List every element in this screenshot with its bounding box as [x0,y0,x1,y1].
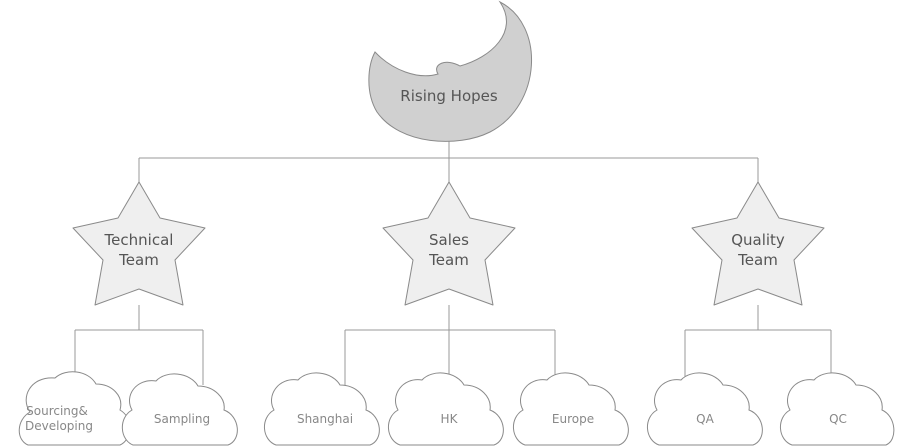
connectors [74,138,832,385]
leaf-hk[interactable]: HK [388,372,504,446]
cloud-icon [121,373,238,446]
cloud-icon [647,372,763,446]
technical-children-connector [74,305,204,385]
team-label-line: Quality [731,231,785,249]
team-label-line: Team [118,251,159,269]
star-icon [72,181,206,306]
leaf-qa[interactable]: QA [647,372,763,446]
leaf-label: HK [441,412,459,426]
root-node[interactable]: Rising Hopes [368,0,532,142]
quality-children-connector [684,305,832,385]
leaf-label-line: Sourcing& [26,404,88,418]
cloud-icon [513,372,629,446]
root-label: Rising Hopes [400,87,498,105]
leaf-label-line: Developing [25,419,93,433]
leaf-label: Sampling [154,412,210,426]
cloud-icon [264,372,380,446]
team-label-line: Sales [429,231,469,249]
team-quality[interactable]: Quality Team [691,181,825,306]
leaf-qc[interactable]: QC [780,372,895,446]
team-technical[interactable]: Technical Team [72,181,206,306]
team-label-line: Team [737,251,778,269]
leaf-sourcing-developing[interactable]: Sourcing& Developing [18,371,131,446]
leaf-label: QC [829,412,847,426]
star-icon [382,181,516,306]
leaf-label: Europe [552,412,594,426]
cloud-icon [780,372,895,446]
leaf-label: Shanghai [297,412,353,426]
crescent-moon-icon [368,0,532,142]
leaf-europe[interactable]: Europe [513,372,629,446]
cloud-icon [388,372,504,446]
team-label-line: Technical [104,231,174,249]
leaf-label: QA [696,412,714,426]
team-sales[interactable]: Sales Team [382,181,516,306]
leaf-sampling[interactable]: Sampling [121,373,238,446]
sales-children-connector [344,305,556,385]
star-icon [691,181,825,306]
leaf-shanghai[interactable]: Shanghai [264,372,380,446]
team-label-line: Team [428,251,469,269]
